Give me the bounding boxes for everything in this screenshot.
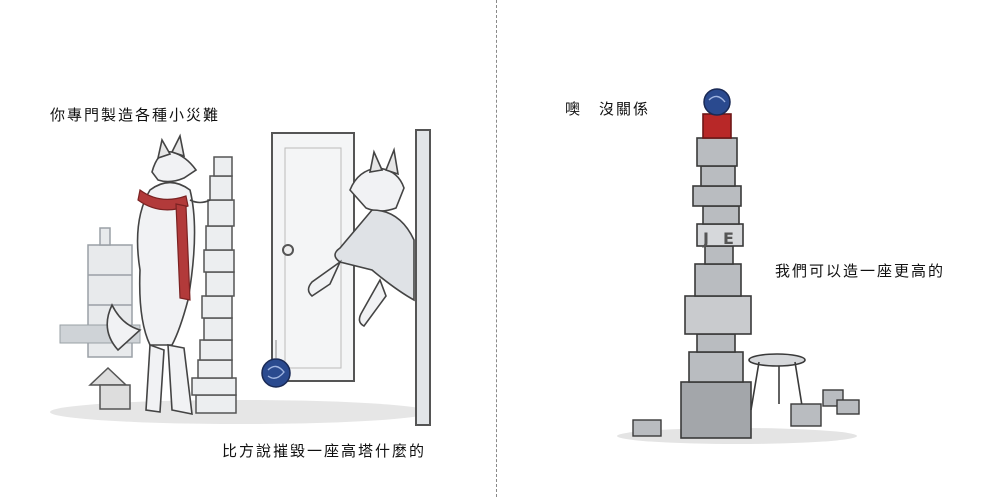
caption-middle-right: 我們可以造一座更高的 — [775, 262, 946, 280]
caption-top-right: 噢 沒關係 — [565, 100, 651, 118]
tower-ball — [703, 88, 731, 116]
caption-bottom-left: 比方說摧毀一座高塔什麼的 — [222, 442, 427, 460]
wolf-right — [307, 147, 415, 328]
left-page: 你專門製造各種小災難 比方說摧毀一座高塔什麼的 — [50, 106, 431, 460]
right-page: J E 噢 沒關係 我們可以造一座更高的 — [497, 0, 994, 497]
house-block — [88, 366, 131, 410]
tower-letter-e: E — [723, 229, 734, 248]
loose-blocks — [632, 389, 860, 437]
page-divider — [496, 0, 497, 497]
right-illustration: J E — [617, 88, 860, 444]
tower-letter-j: J — [702, 229, 709, 248]
stool — [748, 353, 806, 413]
block-tower — [191, 156, 237, 414]
scarf — [137, 188, 191, 301]
left-illustration — [50, 129, 431, 426]
blue-ball — [261, 340, 291, 388]
caption-top-left: 你專門製造各種小災難 — [50, 106, 221, 124]
stone-tower — [680, 113, 752, 439]
